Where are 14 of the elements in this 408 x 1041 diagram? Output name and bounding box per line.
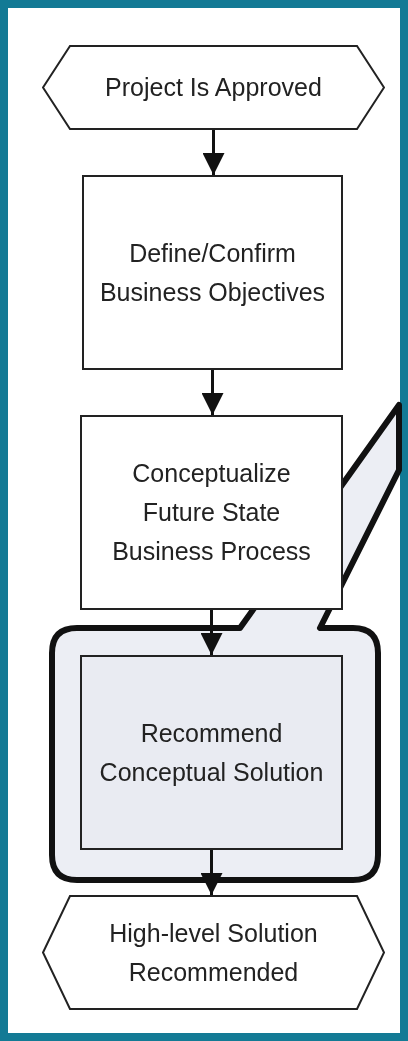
arrow — [200, 610, 223, 655]
node-label: Define/Confirm Business Objectives — [98, 237, 327, 308]
process-box — [80, 655, 343, 850]
terminator-hexagon — [42, 895, 385, 1010]
arrow — [201, 370, 224, 415]
node-label: Conceptualize Future State Business Process — [111, 458, 312, 567]
terminator-hexagon — [42, 45, 385, 130]
process-box — [82, 175, 343, 370]
arrow — [200, 850, 223, 895]
node-label: High-level Solution Recommended — [108, 917, 319, 988]
process-box — [80, 415, 343, 610]
node-label: Recommend Conceptual Solution — [98, 717, 325, 788]
node-label: Project Is Approved — [105, 72, 322, 104]
arrow — [202, 130, 225, 175]
